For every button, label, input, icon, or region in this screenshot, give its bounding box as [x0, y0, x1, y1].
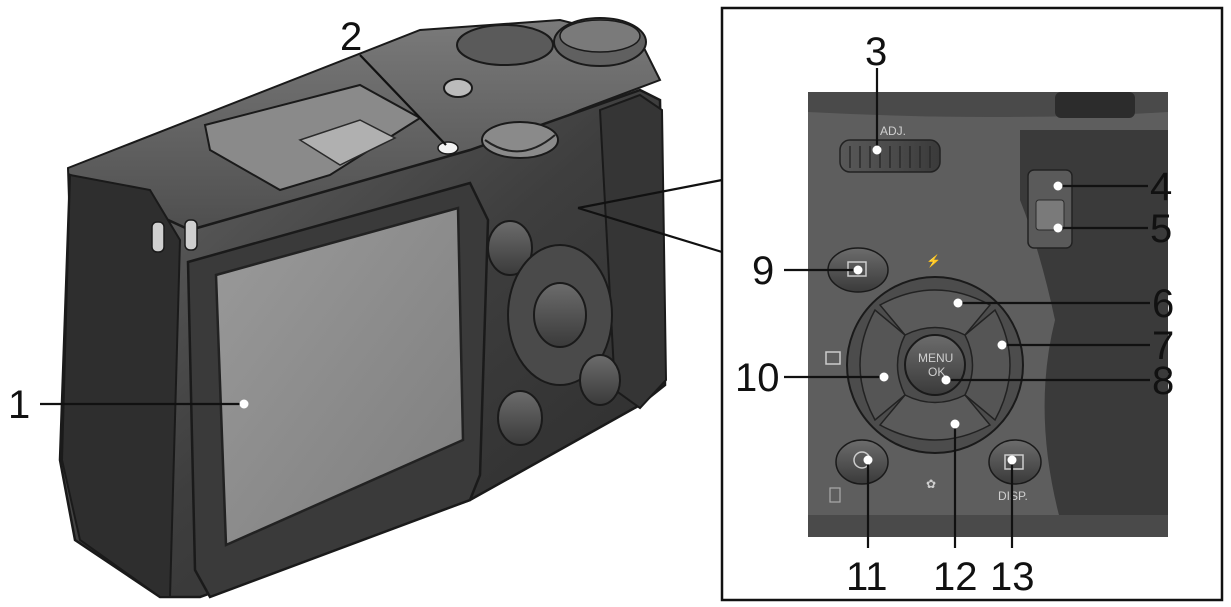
callout-11: 11: [846, 555, 888, 599]
callout-4: 4: [1150, 165, 1172, 209]
flash-icon: ⚡: [926, 254, 941, 268]
callout-1: 1: [8, 383, 30, 427]
menu-label: MENU: [918, 351, 953, 365]
adj-label: ADJ.: [880, 124, 906, 138]
mode-switch: [1028, 170, 1072, 248]
callout-10: 10: [735, 356, 780, 400]
indicator-lamp: [438, 142, 458, 154]
callout-13: 13: [990, 555, 1035, 599]
callout-5: 5: [1150, 207, 1172, 251]
callout-3: 3: [865, 30, 887, 74]
zoom-dial: [482, 122, 558, 158]
inset-detail: ADJ. ⚡ MENU OK: [808, 92, 1168, 537]
callout-12: 12: [933, 555, 978, 599]
callout-8: 8: [1152, 359, 1174, 403]
callout-9: 9: [752, 249, 774, 293]
macro-icon: ✿: [926, 477, 936, 491]
callout-2: 2: [340, 15, 362, 59]
callout-6: 6: [1152, 282, 1174, 326]
